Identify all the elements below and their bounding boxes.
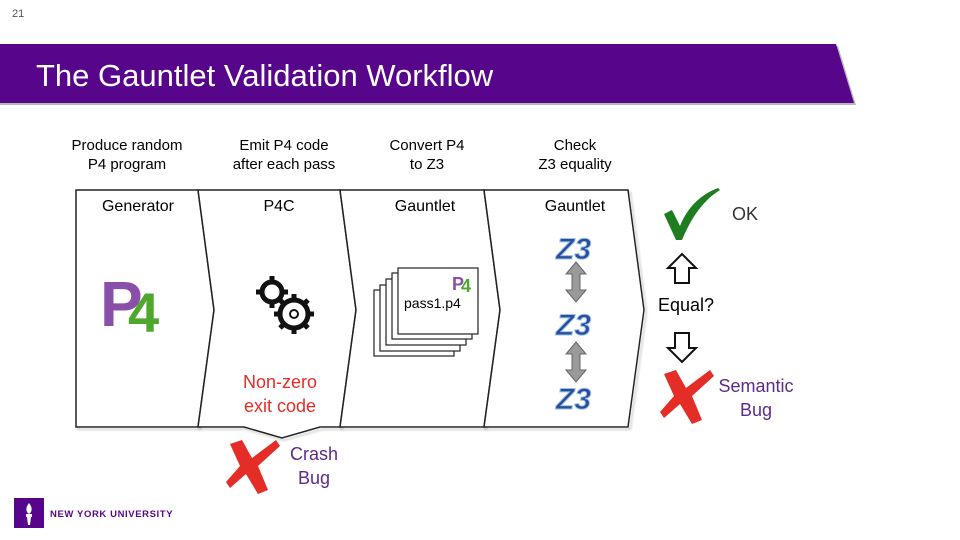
- svg-text:P: P: [100, 268, 143, 340]
- p4-small-icon: P 4: [452, 274, 471, 296]
- pass-file-label: pass1.p4: [404, 295, 461, 311]
- equal-question-label: Equal?: [658, 295, 715, 315]
- nyu-torch-logo: [14, 498, 44, 528]
- double-arrow-upper: [564, 261, 588, 303]
- svg-text:Z3: Z3: [555, 233, 591, 266]
- pass-file-stack: [373, 267, 479, 357]
- gauntlet-check-box: [483, 189, 645, 428]
- z3-logo-middle: Z3: [555, 309, 592, 343]
- p4-logo: P 4: [100, 268, 159, 344]
- svg-text:Z3: Z3: [555, 383, 591, 416]
- svg-text:4: 4: [461, 276, 471, 296]
- slide-title: The Gauntlet Validation Workflow: [36, 58, 494, 93]
- slide-number: 21: [12, 8, 25, 20]
- crash-bug-x-icon: [226, 440, 280, 494]
- arrow-up-icon: [665, 252, 699, 284]
- stage-gauntlet-check: Gauntlet: [544, 198, 606, 215]
- svg-text:4: 4: [128, 281, 159, 344]
- stage-p4c: P4C: [263, 198, 295, 215]
- checkmark-icon: [664, 188, 720, 240]
- arrow-down-icon: [665, 332, 699, 364]
- z3-logo-bottom: Z3: [555, 383, 592, 417]
- semantic-bug-x-icon: [660, 370, 714, 424]
- ok-label: OK: [732, 204, 759, 224]
- stage-generator: Generator: [101, 198, 175, 215]
- gears-icon: [256, 276, 314, 334]
- nyu-wordmark: NEW YORK UNIVERSITY: [50, 509, 174, 520]
- double-arrow-lower: [564, 341, 588, 383]
- z3-logo-top: Z3: [555, 233, 592, 267]
- svg-text:P: P: [452, 274, 464, 294]
- stage-gauntlet-convert: Gauntlet: [394, 198, 456, 215]
- svg-text:Z3: Z3: [555, 309, 591, 342]
